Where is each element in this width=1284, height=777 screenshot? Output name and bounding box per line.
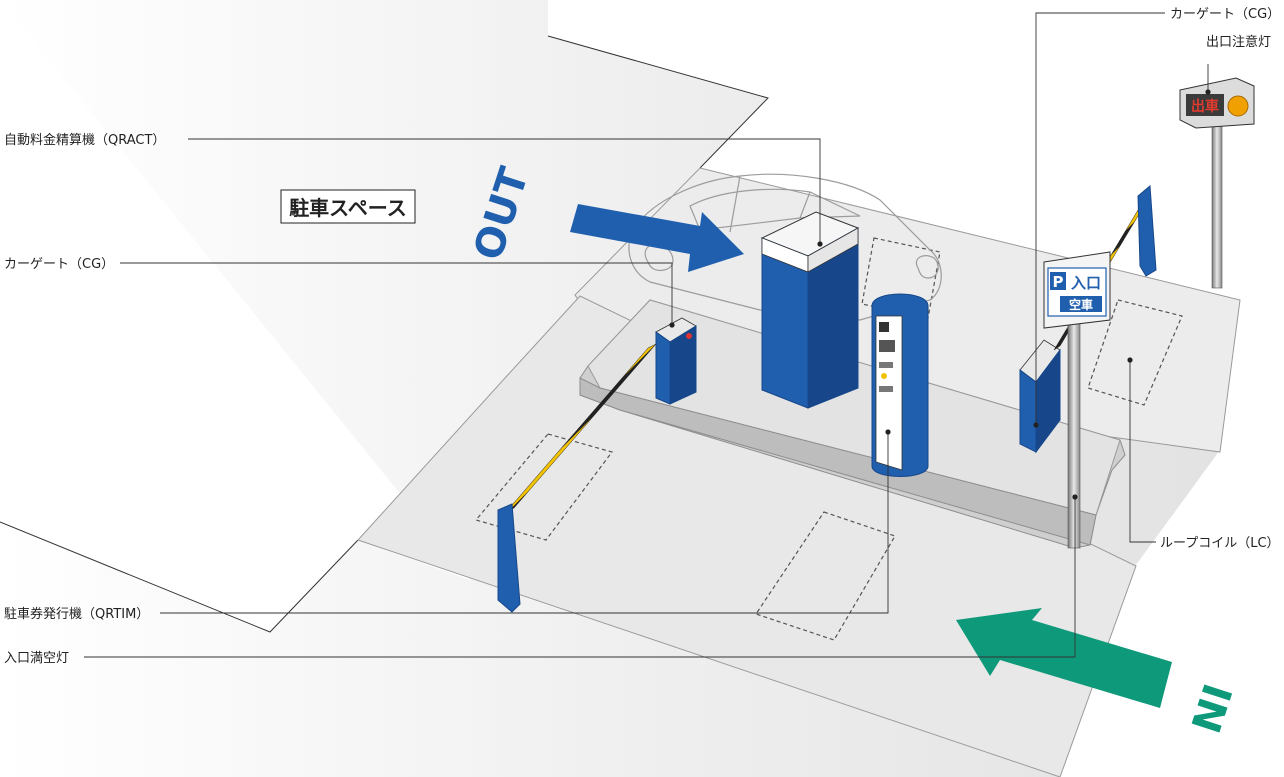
island: [579, 299, 1126, 549]
label-qrtim: 駐車券発行機（QRTIM）: [4, 606, 149, 622]
entry-car-gate: [497, 317, 697, 613]
leader-qrtim: [160, 432, 889, 614]
entry-sign-p: P: [1053, 273, 1064, 291]
leader-loop-coil: [1129, 360, 1156, 543]
in-arrow-label: IN: [1181, 678, 1240, 738]
loop-coil-entry-2: [755, 511, 896, 641]
label-loop-coil: ループコイル（LC）: [1160, 536, 1280, 551]
loop-coil-entry-1: [474, 433, 614, 541]
label-cg-left: カーゲート（CG）: [4, 257, 114, 272]
entry-gate-bar: [505, 343, 657, 513]
qract-machine: [760, 211, 860, 409]
parking-space-label: 駐車スペース: [289, 196, 407, 220]
label-entry-lamp: 入口満空灯: [4, 651, 69, 666]
exit-lamp: 出車: [1179, 77, 1255, 289]
leader-cg-left: [120, 262, 673, 325]
leader-entry-lamp: [84, 497, 1076, 658]
leader-qract: [188, 138, 821, 244]
label-cg-right: カーゲート（CG）: [1170, 7, 1280, 22]
entry-lamp: P 入口 空車: [1043, 251, 1111, 549]
label-qract: 自動料金精算機（QRACT）: [4, 132, 165, 148]
exit-lamp-sign: 出車: [1191, 98, 1219, 115]
loop-coil-exit-1: [1087, 299, 1183, 406]
leader-cg-right: [1035, 12, 1165, 425]
entry-sign-entry: 入口: [1071, 274, 1101, 292]
leader-dots: [669, 89, 1211, 500]
leader-lines: [84, 12, 1209, 658]
label-exit-lamp: 出口注意灯: [1206, 34, 1271, 50]
entry-sign-vacancy: 空車: [1069, 297, 1093, 312]
parking-space-box: 駐車スペース: [280, 189, 416, 224]
qrtim-machine: [871, 293, 929, 477]
car-outline: [628, 173, 942, 321]
